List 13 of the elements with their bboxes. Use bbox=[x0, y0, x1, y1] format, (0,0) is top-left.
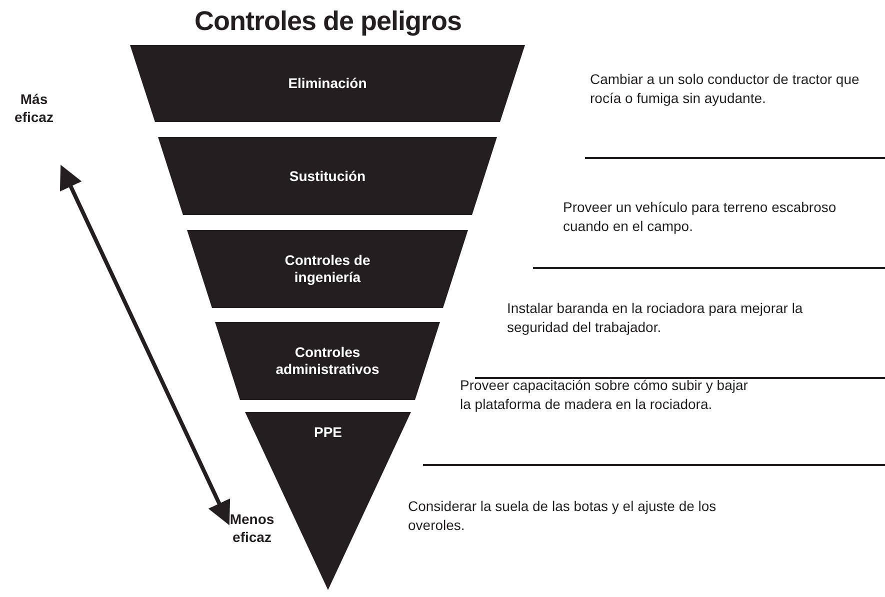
example-text: Cambiar a un solo conductor de tractor que rocía o fumiga sin ayudante. bbox=[590, 70, 860, 108]
title: Controles de peligros bbox=[193, 6, 463, 37]
example-text: Proveer un vehículo para terreno escabroso cuando en el campo. bbox=[563, 198, 838, 236]
scale-label: Más eficaz bbox=[14, 90, 54, 126]
band-label: Eliminación bbox=[288, 75, 367, 92]
band-label: Controles administrativos bbox=[274, 344, 380, 378]
example-text: Considerar la suela de las botas y el ajuste de los overoles. bbox=[408, 497, 718, 535]
band-label: Sustitución bbox=[289, 168, 366, 184]
band-label: PPE bbox=[314, 424, 342, 441]
band-label: Controles de ingeniería bbox=[284, 252, 372, 286]
example-text: Proveer capacitación sobre cómo subir y bajar la plataforma de madera en la rociadora. bbox=[460, 376, 749, 414]
scale-label: Menos eficaz bbox=[228, 510, 276, 546]
example-text: Instalar baranda en la rociadora para mejorar la seguridad del trabajador. bbox=[507, 299, 804, 337]
